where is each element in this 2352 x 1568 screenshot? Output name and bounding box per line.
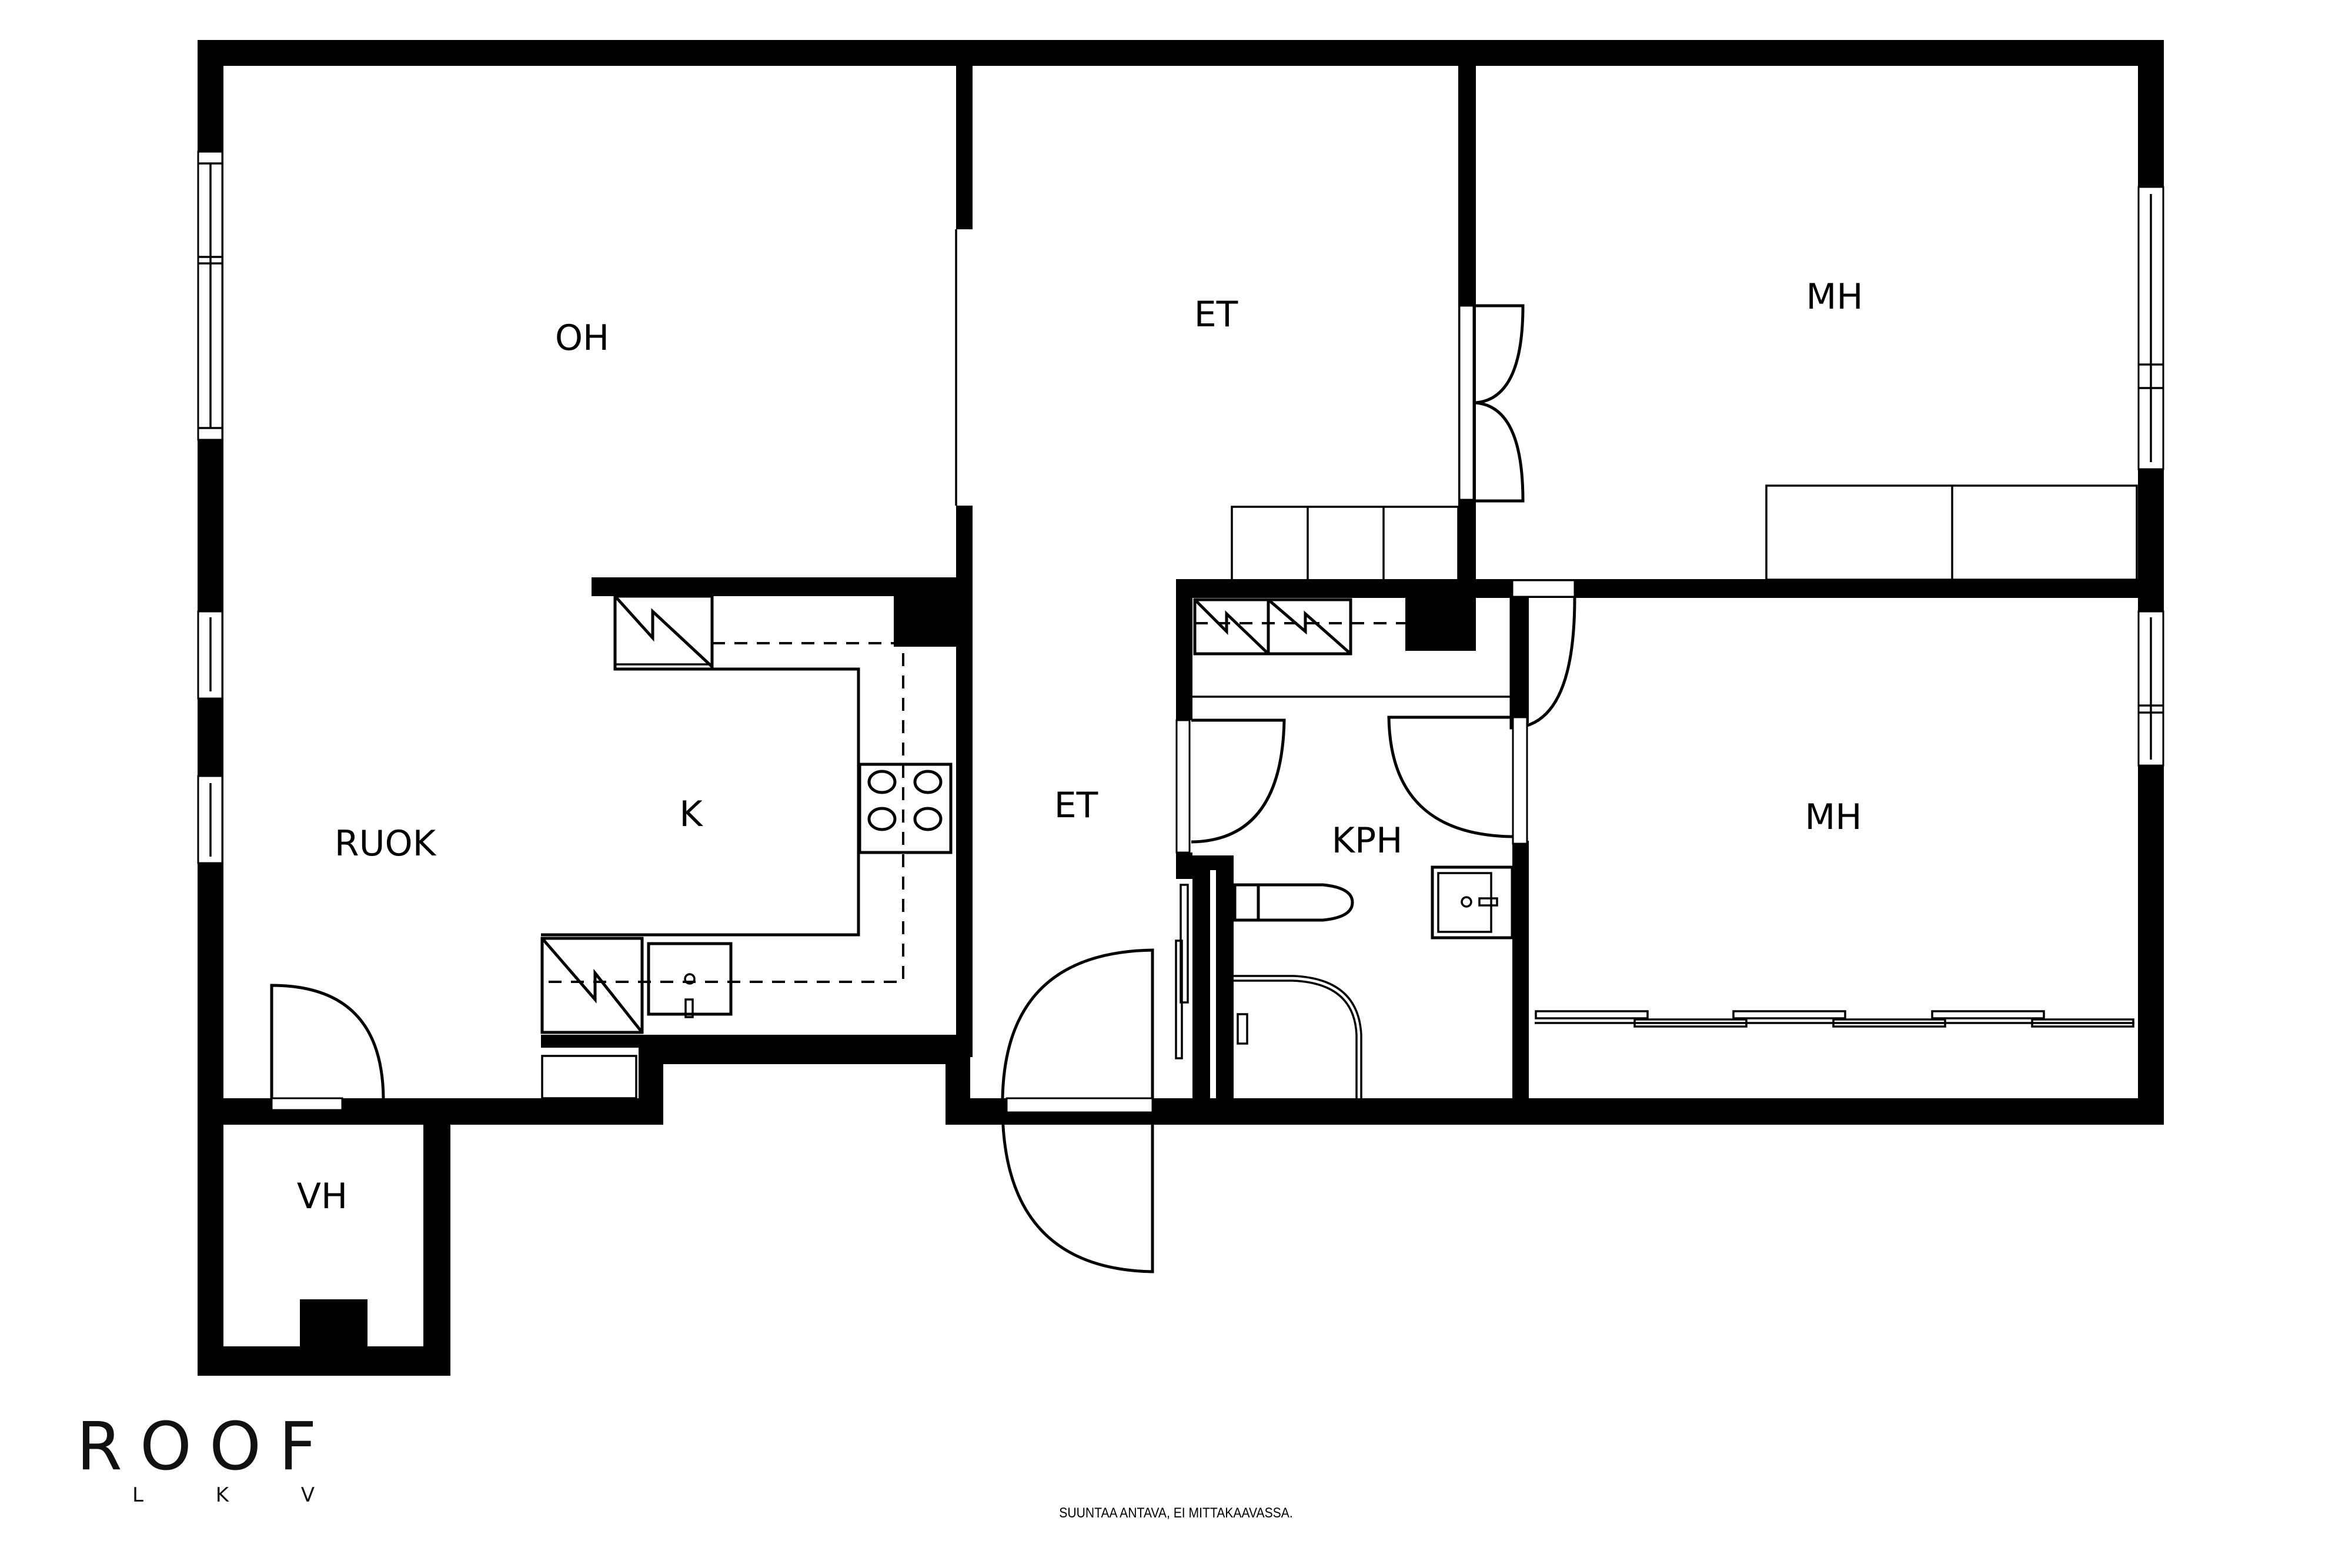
room-label-ruok: RUOK — [335, 823, 437, 864]
logo-sub-text: L K V — [132, 1483, 315, 1507]
bathroom-fixtures — [1192, 598, 1514, 1099]
room-labels: OH ET MH RUOK K ET KPH MH VH — [297, 276, 1863, 1217]
stove-icon — [858, 763, 953, 854]
room-label-oh: OH — [555, 317, 609, 359]
windows — [197, 151, 2164, 864]
logo-main-text: ROOF — [76, 1409, 335, 1485]
interior-walls — [541, 40, 2164, 1102]
room-label-vh: VH — [297, 1176, 348, 1217]
logo-sub-letter: L — [132, 1483, 143, 1507]
room-label-kph: KPH — [1332, 820, 1403, 861]
room-label-k: K — [679, 794, 703, 835]
wardrobes — [1231, 484, 2138, 1028]
room-label-et-mid: ET — [1054, 785, 1098, 826]
room-label-mh-bottom: MH — [1805, 797, 1862, 838]
toilet-icon — [1233, 883, 1354, 922]
doors[interactable] — [270, 304, 1576, 1273]
roof-lkv-logo: ROOF L K V — [76, 1414, 376, 1507]
room-label-mh-top: MH — [1806, 276, 1863, 317]
kitchen-fixtures — [540, 594, 953, 1099]
kitchen-sink-icon — [647, 942, 733, 1016]
bathroom-sink-icon — [1431, 865, 1514, 940]
scale-disclaimer: SUUNTAA ANTAVA, EI MITTAKAAVASSA. — [1059, 1505, 1293, 1521]
room-label-et-top: ET — [1194, 294, 1238, 335]
logo-sub-letter: K — [215, 1483, 229, 1507]
openings — [955, 229, 973, 506]
logo-sub-letter: V — [300, 1483, 315, 1507]
